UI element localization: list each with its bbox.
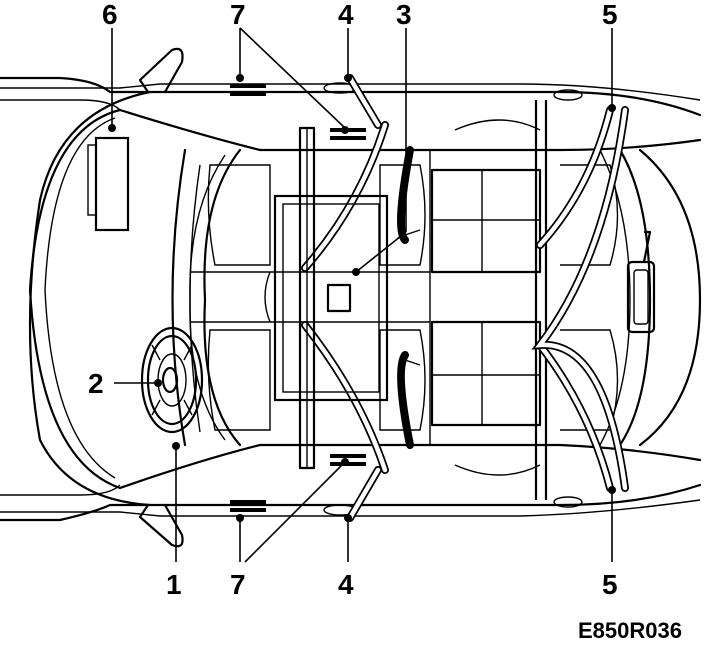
- callout-5-top: 5: [602, 0, 618, 30]
- callout-2-left: 2: [88, 368, 104, 399]
- callout-leaders: [108, 27, 616, 563]
- door-component-4: [346, 74, 382, 522]
- roll-over-bars: [531, 106, 629, 492]
- center-console-frame: [273, 126, 389, 470]
- seat-belt-frames: [301, 121, 421, 474]
- callout-numbers: 6 7 4 3 5 2 1 7 4 5: [88, 0, 618, 600]
- component-6-box: [87, 136, 130, 232]
- callout-4-top: 4: [338, 0, 354, 30]
- drawing-code-label: E850R036: [578, 618, 682, 643]
- interior-layout: [171, 100, 619, 500]
- callout-7-top: 7: [230, 0, 246, 30]
- callout-7-bottom: 7: [230, 569, 246, 600]
- callout-1-bottom: 1: [166, 569, 182, 600]
- callout-3-top: 3: [396, 0, 412, 30]
- callout-5-bottom: 5: [602, 569, 618, 600]
- callout-6-top: 6: [102, 0, 118, 30]
- callout-4-bottom: 4: [338, 569, 354, 600]
